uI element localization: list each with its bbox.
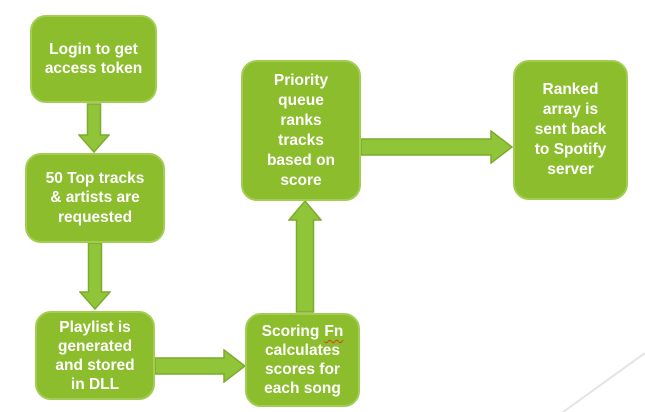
node-scoring-fn-line: calculates <box>265 342 340 359</box>
arrow-right-icon <box>155 349 246 383</box>
node-login: Login to get access token <box>30 15 157 103</box>
arrow-up-icon <box>288 200 322 313</box>
node-top-tracks: 50 Top tracks & artists are requested <box>25 153 165 243</box>
node-priority-queue-line: ranks <box>280 111 322 129</box>
node-priority-queue-line: score <box>280 171 322 189</box>
node-playlist-line: and stored <box>55 356 135 374</box>
arrow-down-icon <box>78 103 110 153</box>
node-playlist-line: generated <box>57 337 133 355</box>
node-ranked-array-line: server <box>547 161 594 178</box>
node-top-tracks-line: requested <box>57 208 133 226</box>
node-scoring-fn-line: Scoring Fn <box>262 322 344 341</box>
node-ranked-array: Ranked array is sent back to Spotify ser… <box>513 60 628 200</box>
node-ranked-array-line: to Spotify <box>534 141 607 158</box>
node-scoring-fn-line: each song <box>264 380 341 397</box>
node-priority-queue: Priority queue ranks tracks based on sco… <box>241 60 361 201</box>
node-priority-queue-line: queue <box>278 91 324 109</box>
node-playlist-line: Playlist is <box>59 318 131 336</box>
node-priority-queue-line: based on <box>266 151 336 169</box>
corner-diagonal-line <box>562 352 645 412</box>
node-priority-queue-line: Priority <box>273 71 329 89</box>
node-priority-queue-line: tracks <box>278 131 324 149</box>
node-scoring-fn: Scoring Fn calculates scores for each so… <box>245 313 360 407</box>
node-top-tracks-line: 50 Top tracks <box>45 169 145 187</box>
node-ranked-array-line: sent back <box>534 121 607 138</box>
node-top-tracks-line: & artists are <box>50 189 140 207</box>
arrow-right-icon <box>361 130 513 164</box>
node-login-line: Login to get <box>49 40 138 58</box>
node-playlist-line: in DLL <box>70 375 120 393</box>
node-login-line: access token <box>44 60 143 77</box>
node-scoring-fn-line: scores for <box>265 361 340 378</box>
node-ranked-array-line: Ranked <box>542 81 599 98</box>
node-playlist: Playlist is generated and stored in DLL <box>35 311 155 400</box>
node-ranked-array-line: array is <box>542 101 599 118</box>
node-scoring-fn-misspelled-word: Fn <box>324 323 344 340</box>
node-scoring-fn-word: Scoring <box>261 323 320 340</box>
arrow-down-icon <box>79 243 111 310</box>
